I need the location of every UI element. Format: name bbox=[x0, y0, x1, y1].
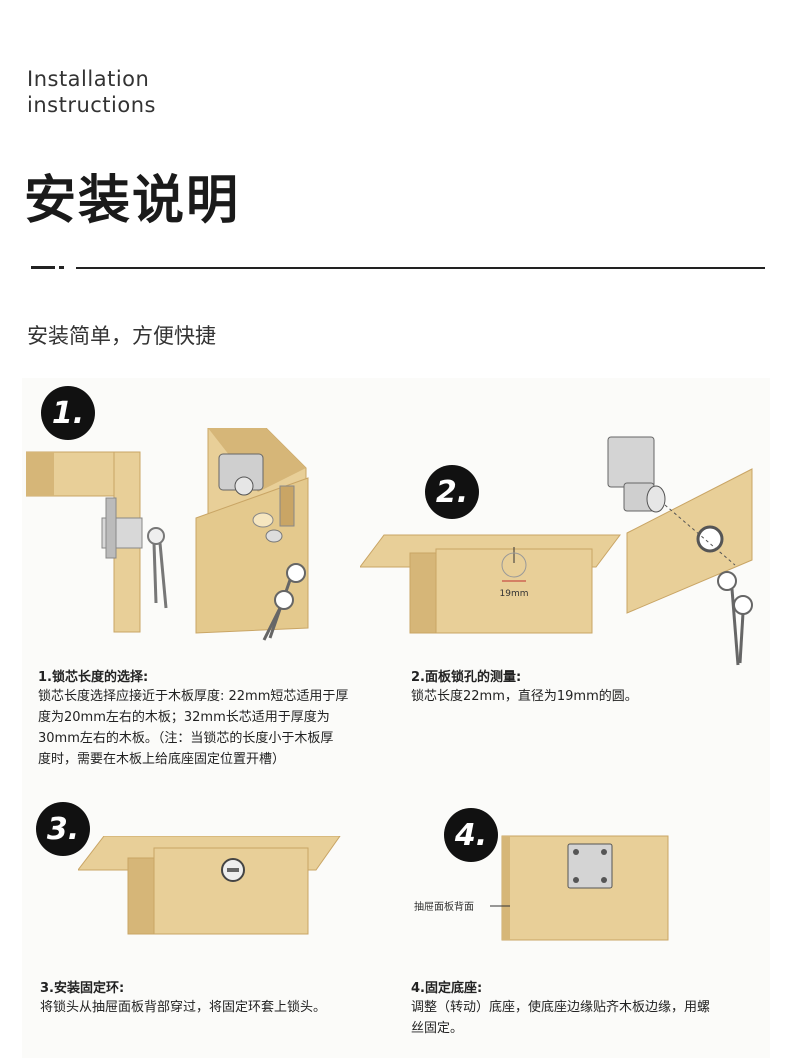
english-title-line-2: instructions bbox=[27, 93, 156, 117]
divider-dash bbox=[31, 266, 55, 269]
step-3-badge: 3. bbox=[36, 802, 90, 856]
step-4-badge: 4. bbox=[444, 808, 498, 862]
divider-line bbox=[76, 267, 765, 269]
step-2-illustration: 19mm bbox=[360, 436, 753, 666]
panel-back-label: 抽屉面板背面 bbox=[414, 900, 474, 913]
english-title-line-1: Installation bbox=[27, 67, 150, 91]
title-divider bbox=[31, 266, 765, 269]
step-1-body: 锁芯长度选择应接近于木板厚度: 22mm短芯适用于厚 度为20mm左右的木板；3… bbox=[38, 686, 348, 770]
english-title: Installation instructions bbox=[27, 66, 156, 118]
step-2-line-1: 锁芯长度22mm，直径为19mm的圆。 bbox=[411, 689, 638, 704]
step-4-line-2: 丝固定。 bbox=[411, 1021, 464, 1036]
step-1-line-4: 度时，需要在木板上给底座固定位置开槽） bbox=[38, 752, 286, 767]
step-3-title: 3.安装固定环: bbox=[40, 981, 125, 996]
divider-dot bbox=[59, 266, 64, 269]
step-1-line-3: 30mm左右的木板。（注：当锁芯的长度小于木板厚 bbox=[38, 731, 334, 746]
step-3-illustration bbox=[78, 836, 341, 935]
step-4-title: 4.固定底座: bbox=[411, 981, 483, 996]
step-4-line-1: 调整（转动）底座，使底座边缘贴齐木板边缘，用螺 bbox=[411, 1000, 711, 1015]
step-1-badge: 1. bbox=[41, 386, 95, 440]
step-4-body: 调整（转动）底座，使底座边缘贴齐木板边缘，用螺 丝固定。 bbox=[411, 997, 710, 1039]
chinese-title: 安装说明 bbox=[24, 171, 241, 231]
step-4-illustration: 抽屉面板背面 bbox=[414, 835, 669, 941]
subtitle: 安装简单，方便快捷 bbox=[27, 324, 216, 348]
step-1-illustration bbox=[26, 428, 309, 641]
step-1-line-2: 度为20mm左右的木板；32mm长芯适用于厚度为 bbox=[38, 710, 330, 725]
step-1-line-1: 锁芯长度选择应接近于木板厚度: 22mm短芯适用于厚 bbox=[38, 689, 349, 704]
step-1-title: 1.锁芯长度的选择: bbox=[38, 670, 149, 685]
step-2-title: 2.面板锁孔的测量: bbox=[411, 670, 522, 685]
hole-diameter-label: 19mm bbox=[500, 589, 529, 599]
step-2-badge: 2. bbox=[425, 465, 479, 519]
step-3-body: 将锁头从抽屉面板背部穿过，将固定环套上锁头。 bbox=[40, 997, 326, 1018]
step-3-line-1: 将锁头从抽屉面板背部穿过，将固定环套上锁头。 bbox=[40, 1000, 327, 1015]
step-2-body: 锁芯长度22mm，直径为19mm的圆。 bbox=[411, 686, 638, 707]
